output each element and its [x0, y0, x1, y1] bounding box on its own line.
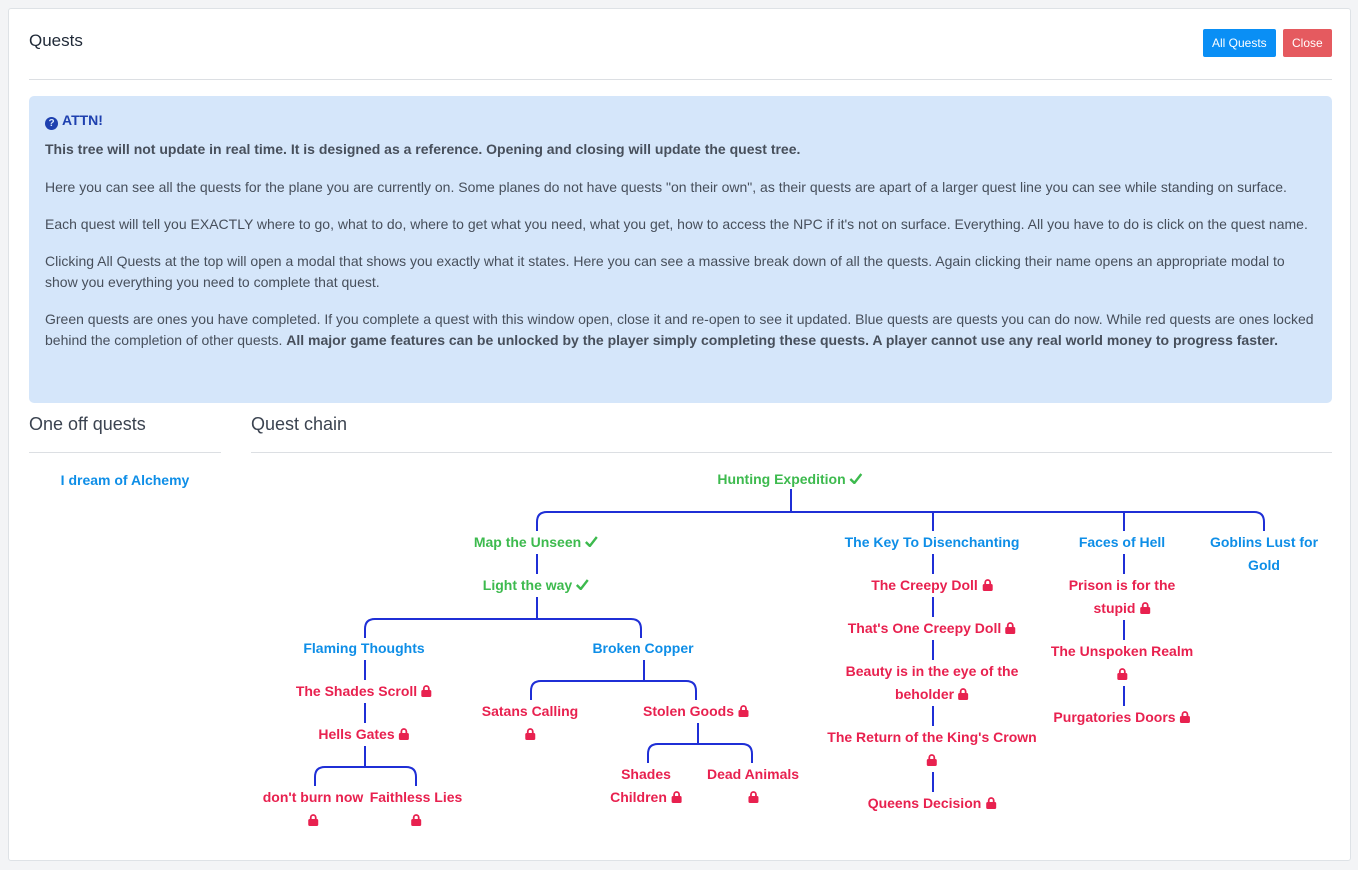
- all-quests-button[interactable]: All Quests: [1203, 29, 1276, 57]
- quest-the-unspoken-realm[interactable]: The Unspoken Realm: [1051, 640, 1193, 686]
- quest-stolen-goods[interactable]: Stolen Goods: [643, 700, 749, 723]
- quest-hunting-expedition[interactable]: Hunting Expedition: [717, 468, 863, 491]
- lock-icon: [671, 791, 682, 803]
- alert-paragraph: Green quests are ones you have completed…: [45, 311, 1314, 348]
- lock-icon: [411, 814, 422, 826]
- one-off-divider: [29, 452, 221, 453]
- quests-modal: Quests All Quests Close ?ATTN! This tree…: [8, 8, 1351, 861]
- modal-title: Quests: [29, 31, 83, 50]
- quest-return-of-kings-crown[interactable]: The Return of the King's Crown: [827, 726, 1037, 772]
- info-alert: ?ATTN! This tree will not update in real…: [29, 96, 1332, 403]
- check-icon: [576, 574, 590, 597]
- question-circle-icon: ?: [45, 117, 58, 130]
- quest-thats-one-creepy-doll[interactable]: That's One Creepy Doll: [848, 617, 1016, 640]
- lock-icon: [958, 688, 969, 700]
- alert-paragraph: Clicking All Quests at the top will open…: [45, 253, 1285, 290]
- one-off-heading: One off quests: [29, 414, 146, 434]
- lock-icon: [738, 705, 749, 717]
- lock-icon: [927, 754, 938, 766]
- alert-heading: ?ATTN!: [45, 110, 1316, 131]
- lock-icon: [985, 797, 996, 809]
- quest-faces-of-hell[interactable]: Faces of Hell: [1078, 534, 1166, 550]
- lock-icon: [1117, 668, 1128, 680]
- alert-lead: This tree will not update in real time. …: [45, 141, 801, 157]
- lock-icon: [1139, 602, 1150, 614]
- lock-icon: [1005, 622, 1016, 634]
- quest-dont-burn-now[interactable]: don't burn now: [263, 786, 363, 832]
- lock-icon: [747, 791, 758, 803]
- quest-broken-copper[interactable]: Broken Copper: [592, 640, 694, 656]
- quest-chain-divider: [251, 452, 1332, 453]
- quest-queens-decision[interactable]: Queens Decision: [868, 792, 997, 815]
- quest-map-the-unseen[interactable]: Map the Unseen: [474, 531, 599, 554]
- header-divider: [29, 79, 1332, 80]
- quest-i-dream-of-alchemy[interactable]: I dream of Alchemy: [60, 472, 190, 488]
- lock-icon: [399, 728, 410, 740]
- lock-icon: [1180, 711, 1191, 723]
- quest-the-key-to-disenchanting[interactable]: The Key To Disenchanting: [844, 534, 1020, 550]
- check-icon: [585, 531, 599, 554]
- lock-icon: [421, 685, 432, 697]
- close-button[interactable]: Close: [1283, 29, 1332, 57]
- lock-icon: [308, 814, 319, 826]
- quest-the-shades-scroll[interactable]: The Shades Scroll: [296, 680, 432, 703]
- quest-light-the-way[interactable]: Light the way: [483, 574, 590, 597]
- check-icon: [849, 468, 863, 491]
- quest-faithless-lies[interactable]: Faithless Lies: [370, 786, 462, 832]
- lock-icon: [982, 579, 993, 591]
- quest-dead-animals[interactable]: Dead Animals: [707, 763, 799, 809]
- quest-satans-calling[interactable]: Satans Calling: [482, 700, 578, 746]
- quest-flaming-thoughts[interactable]: Flaming Thoughts: [303, 640, 425, 656]
- lock-icon: [525, 728, 536, 740]
- alert-paragraph: Each quest will tell you EXACTLY where t…: [45, 216, 1308, 232]
- quest-hells-gates[interactable]: Hells Gates: [318, 723, 410, 746]
- quest-chain-heading: Quest chain: [251, 414, 348, 434]
- quest-the-creepy-doll[interactable]: The Creepy Doll: [871, 574, 993, 597]
- quest-purgatories-doors[interactable]: Purgatories Doors: [1053, 706, 1191, 729]
- alert-paragraph: Here you can see all the quests for the …: [45, 179, 1287, 195]
